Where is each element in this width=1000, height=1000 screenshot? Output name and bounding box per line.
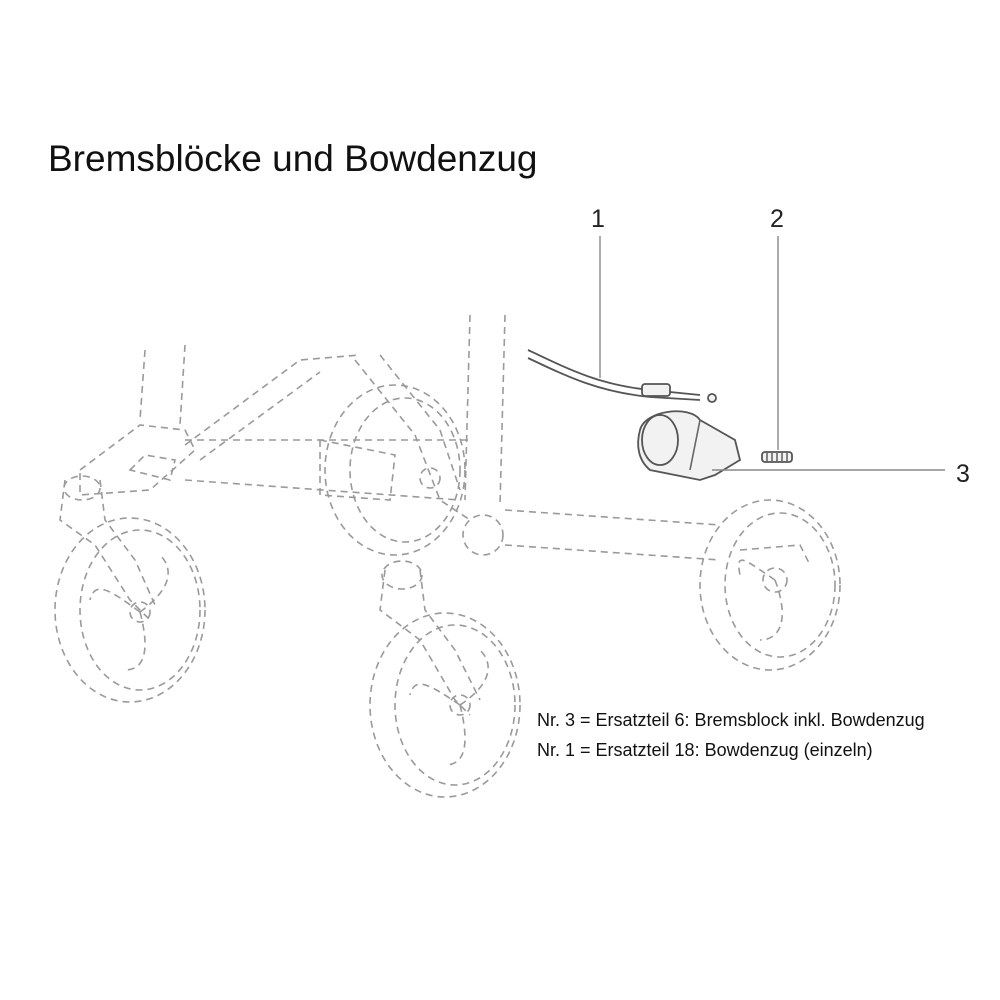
callout-3-label: 3 [956,460,970,488]
wheel-rear-left [324,384,466,556]
wheel-rear-right [699,499,841,671]
leader-lines [599,236,945,471]
front-right-fork [379,514,504,716]
callout-1-label: 1 [591,205,605,233]
frame-tubes [79,354,721,561]
note-part-3: Nr. 3 = Ersatzteil 6: Bremsblock inkl. B… [537,710,925,730]
frame-uprights [139,314,506,506]
callout-2-label: 2 [770,205,784,233]
screw [761,451,793,463]
bowden-cable [527,349,717,403]
front-left-fork [59,475,156,621]
note-part-1: Nr. 1 = Ersatzteil 18: Bowdenzug (einzel… [537,740,873,760]
diagram-title: Bremsblöcke und Bowdenzug [48,138,538,179]
wheel-front-left [54,517,206,703]
brake-block [637,410,742,481]
wheel-front-right [369,612,521,798]
